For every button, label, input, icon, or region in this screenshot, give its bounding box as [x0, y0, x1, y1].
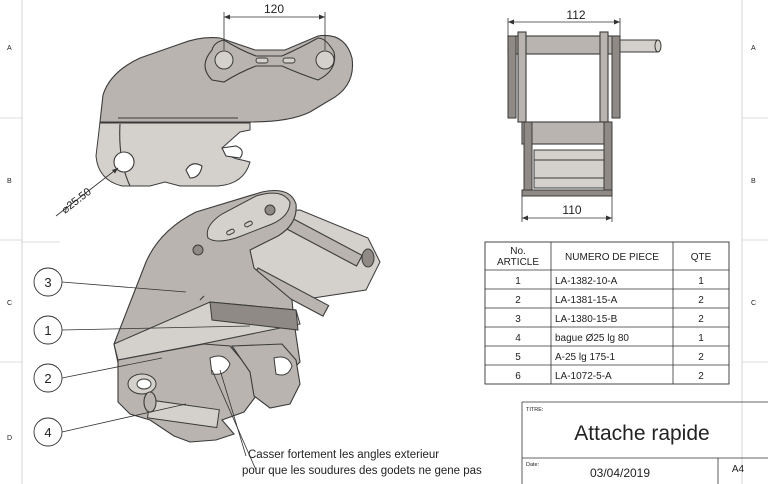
bom-row: 3 LA-1380-15-B 2: [515, 314, 704, 325]
bom-cell-no: 4: [515, 333, 521, 344]
callout-leaders: [61, 281, 257, 471]
dimension-diameter: ⌀25.50: [55, 167, 119, 216]
bom-cell-qty: 1: [698, 276, 704, 287]
bom-header-qty: QTE: [691, 252, 712, 263]
row-letter-a: A: [7, 45, 12, 52]
bom-cell-part: LA-1072-5-A: [555, 371, 612, 382]
callout-bubble-1: 1: [33, 315, 63, 345]
callout-bubble-4: 4: [33, 417, 63, 447]
bom-cell-no: 2: [515, 295, 521, 306]
bom-cell-qty: 1: [698, 333, 704, 344]
bom-row: 4 bague Ø25 lg 80 1: [515, 333, 704, 344]
bom-row: 2 LA-1381-15-A 2: [515, 295, 704, 306]
callout-bubble-3: 3: [33, 267, 63, 297]
bom-header-article-1: No.: [510, 246, 526, 257]
title-block: TITRE: Attache rapide Date: 03/04/2019 A…: [521, 401, 768, 484]
bom-cell-qty: 2: [698, 295, 704, 306]
row-letter-b: B: [7, 178, 12, 185]
bom-row: 5 A-25 lg 175-1 2: [515, 352, 704, 363]
row-letter-b-right: B: [751, 178, 756, 185]
bom-cell-qty: 2: [698, 371, 704, 382]
callout-3-label: 3: [44, 275, 51, 290]
callout-2-label: 2: [44, 371, 51, 386]
bom-cell-part: LA-1382-10-A: [555, 276, 618, 287]
callout-bubble-2: 2: [33, 363, 63, 393]
isometric-view: [113, 189, 381, 443]
bom-row: 6 LA-1072-5-A 2: [515, 371, 704, 382]
welding-note: Casser fortement les angles exterieur po…: [242, 449, 482, 477]
dim-diameter-label: ⌀25.50: [59, 186, 93, 216]
drawing-date: 03/04/2019: [590, 466, 650, 480]
sheet-size: A4: [732, 464, 745, 475]
date-label: Date:: [526, 462, 540, 468]
row-letter-a-right: A: [751, 45, 756, 52]
dim-120-label: 120: [264, 2, 284, 16]
bom-cell-qty: 2: [698, 352, 704, 363]
dimension-110: 110: [521, 196, 613, 222]
bom-cell-no: 6: [515, 371, 521, 382]
bom-cell-no: 3: [515, 314, 521, 325]
title-label: TITRE:: [526, 407, 544, 413]
bom-row: 1 LA-1382-10-A 1: [515, 276, 704, 287]
bom-cell-part: LA-1380-15-B: [555, 314, 618, 325]
front-view: [507, 31, 662, 197]
row-letters-left: A B C D: [7, 45, 12, 442]
bom-header-article-2: ARTICLE: [497, 257, 539, 268]
bom-cell-no: 5: [515, 352, 521, 363]
note-line-2: pour que les soudures des godets ne gene…: [242, 465, 482, 477]
bom-cell-part: bague Ø25 lg 80: [555, 333, 629, 344]
row-letter-c: C: [7, 300, 12, 307]
row-letter-d: D: [7, 435, 12, 442]
bom-header-part: NUMERO DE PIECE: [565, 252, 659, 263]
bom-cell-part: A-25 lg 175-1: [555, 352, 615, 363]
note-line-1: Casser fortement les angles exterieur: [248, 449, 439, 461]
row-letters-right: A B C: [751, 45, 756, 307]
dimension-120: 120: [223, 2, 326, 50]
row-letter-c-right: C: [751, 300, 756, 307]
drawing-title: Attache rapide: [574, 422, 709, 445]
dimension-112: 112: [507, 8, 621, 36]
callout-4-label: 4: [44, 425, 51, 440]
side-view: [95, 34, 354, 187]
dim-110-label: 110: [562, 203, 581, 217]
bom-cell-part: LA-1381-15-A: [555, 295, 618, 306]
bom-table: No. ARTICLE NUMERO DE PIECE QTE 1 LA-138…: [484, 241, 730, 385]
dim-112-label: 112: [566, 8, 585, 22]
bom-cell-qty: 2: [698, 314, 704, 325]
callout-1-label: 1: [44, 323, 51, 338]
bom-cell-no: 1: [515, 276, 521, 287]
